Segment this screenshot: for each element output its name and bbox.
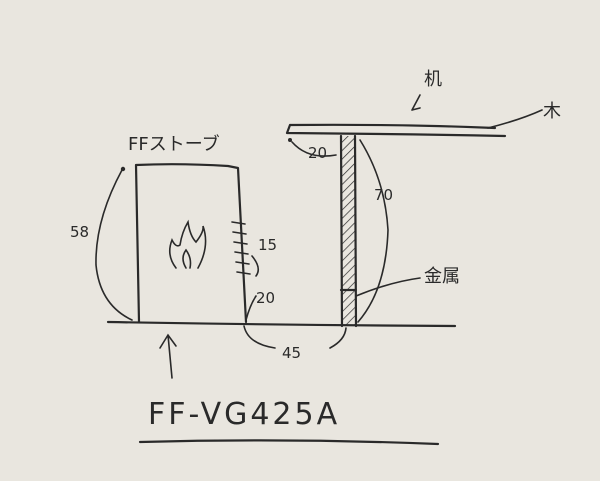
steel-leader <box>355 277 421 297</box>
steel-label: 金属 <box>424 266 460 287</box>
stove-height-arc <box>95 169 133 321</box>
floor-line <box>106 320 457 328</box>
desk-top <box>285 123 507 138</box>
stove-height-label: 58 <box>70 223 89 241</box>
wood-label: 木 <box>543 101 561 122</box>
gap-label: 45 <box>282 344 301 362</box>
stove-body <box>134 163 248 324</box>
leg-height-arc <box>357 139 389 323</box>
desk-label: 机 <box>424 69 442 90</box>
stove-offset-label: 20 <box>256 289 275 307</box>
stove-label: FFストーブ <box>128 133 220 155</box>
stove-pointer-arrow <box>159 333 177 379</box>
leg-height-label: 70 <box>374 186 393 204</box>
flame-icon <box>168 219 207 269</box>
desk-leg <box>339 134 358 328</box>
gap-arc <box>243 325 347 349</box>
wood-leader <box>487 109 543 129</box>
stove-vent-fins <box>231 221 251 275</box>
desk-edge-arc <box>291 141 337 157</box>
desk-corner-dot <box>288 138 292 142</box>
fin-height-arc <box>251 255 260 277</box>
model-number: FF-VG425A <box>148 397 340 432</box>
stove-offset-arc <box>245 295 257 321</box>
desk-leader <box>411 94 421 111</box>
stove-height-dot-top <box>120 166 126 172</box>
model-underline <box>138 439 440 446</box>
fin-height-label: 15 <box>258 236 277 254</box>
desk-edge-label: 20 <box>308 144 327 162</box>
desk-leg-hatch <box>341 136 355 326</box>
